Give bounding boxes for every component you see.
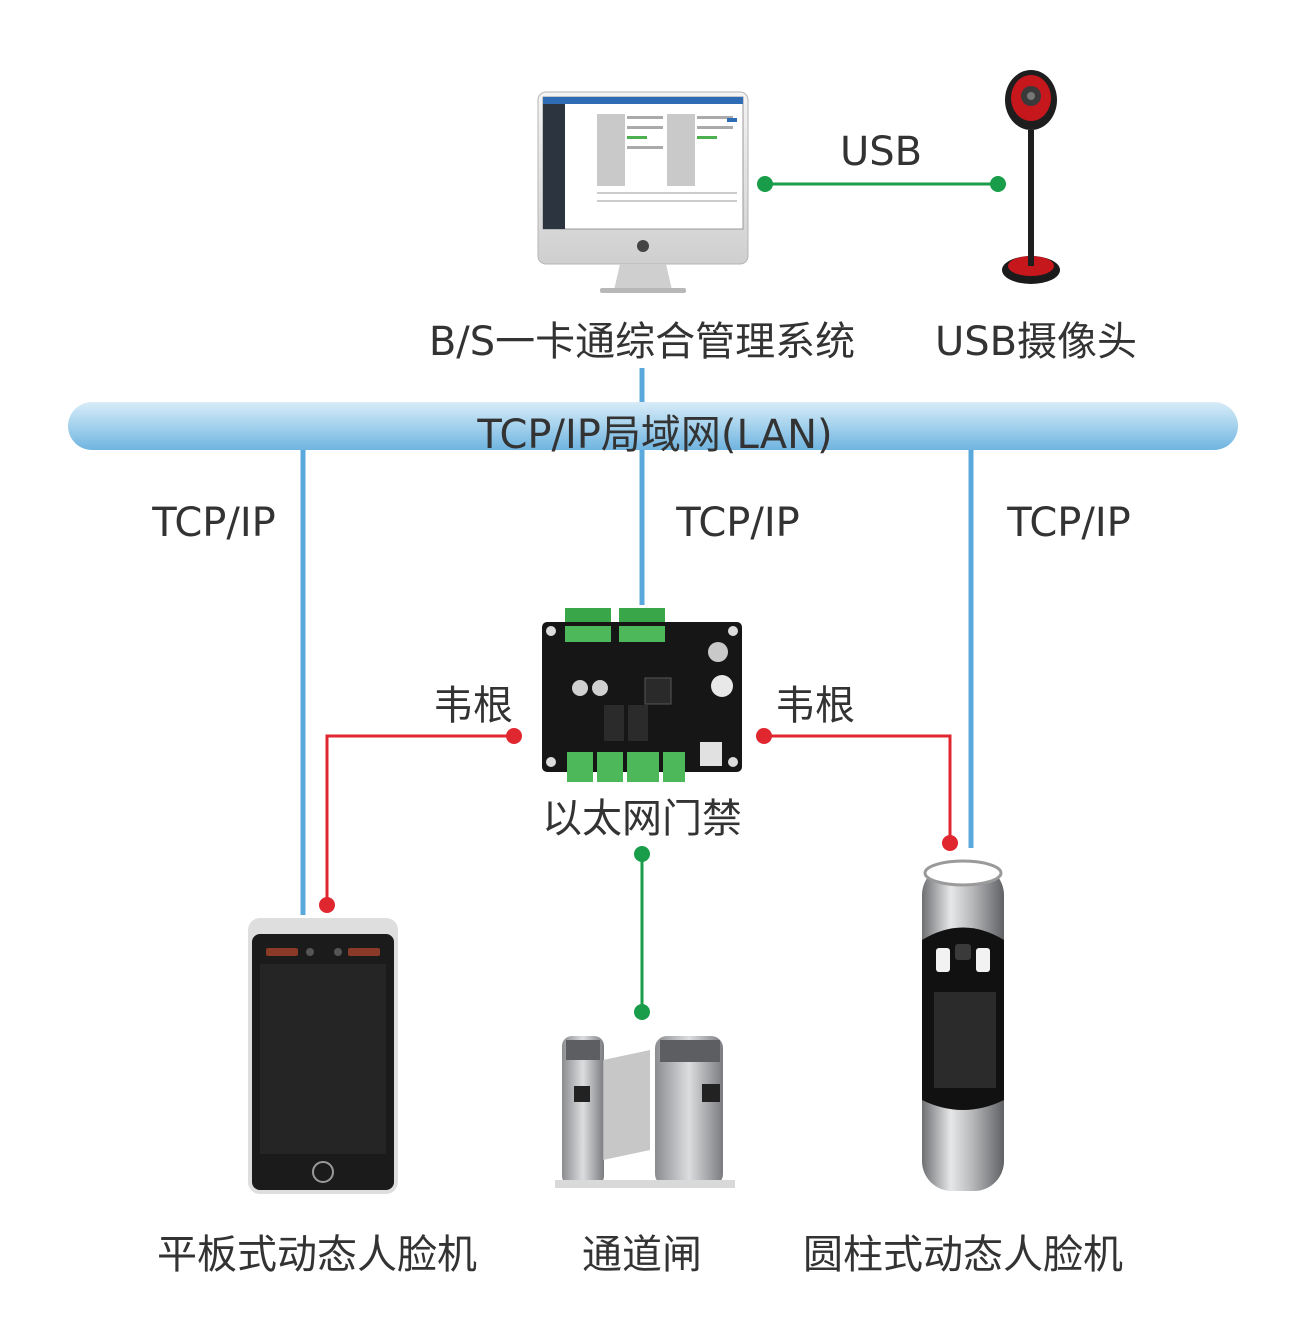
wiegand-link-left: [319, 728, 522, 913]
gate-label: 通道闸: [582, 1232, 702, 1278]
gate-link: [634, 846, 650, 1020]
column-face-terminal-illustration: [922, 859, 1004, 1191]
tcp-ip-label-center: TCP/IP: [676, 500, 800, 546]
usb-link-label: USB: [839, 129, 923, 175]
turnstile-gate-illustration: [555, 1036, 735, 1188]
server-label: B/S一卡通综合管理系统: [428, 319, 856, 365]
monitor-illustration: [537, 91, 749, 293]
camera-label: USB摄像头: [934, 319, 1138, 365]
wiegand-link-right: [756, 728, 958, 851]
lan-bus: [68, 402, 1238, 450]
lan-bus-label: TCP/IP局域网(LAN): [477, 412, 833, 458]
tcp-ip-label-right: TCP/IP: [1007, 500, 1131, 546]
access-controller-illustration: [542, 608, 742, 782]
column-terminal-label: 圆柱式动态人脸机: [803, 1232, 1123, 1278]
tcp-ip-links: [300, 368, 974, 915]
tablet-terminal-label: 平板式动态人脸机: [157, 1232, 477, 1278]
tcp-ip-label-left: TCP/IP: [152, 500, 276, 546]
controller-label: 以太网门禁: [542, 796, 742, 842]
tablet-face-terminal-illustration: [248, 918, 398, 1194]
wiegand-label-left: 韦根: [433, 683, 513, 729]
usb-link: [757, 176, 1006, 192]
usb-camera-illustration: [1002, 70, 1060, 284]
wiegand-label-right: 韦根: [775, 683, 855, 729]
